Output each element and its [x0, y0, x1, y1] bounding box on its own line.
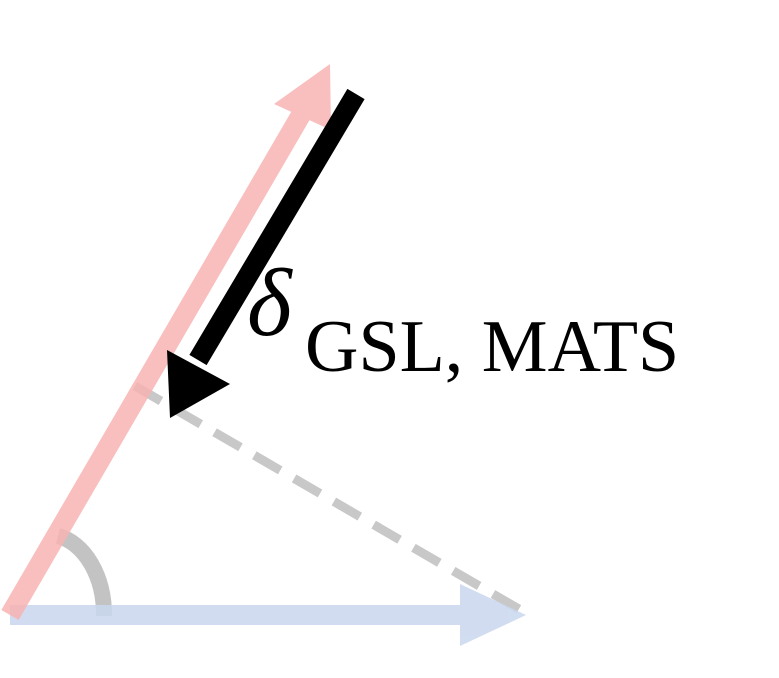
blue-vector-arrowhead	[460, 584, 526, 646]
delta-label: δ GSL, MATS	[247, 249, 679, 388]
delta-symbol: δ	[247, 249, 293, 356]
blue-vector	[10, 584, 526, 646]
delta-subscript: GSL, MATS	[305, 306, 679, 388]
projection-dashed-line	[132, 382, 527, 616]
red-vector-arrowhead	[274, 64, 331, 130]
delta-vector-arrowhead	[167, 350, 230, 418]
red-vector	[1, 64, 331, 621]
angle-arc	[55, 528, 113, 617]
delta-vector	[167, 88, 365, 418]
